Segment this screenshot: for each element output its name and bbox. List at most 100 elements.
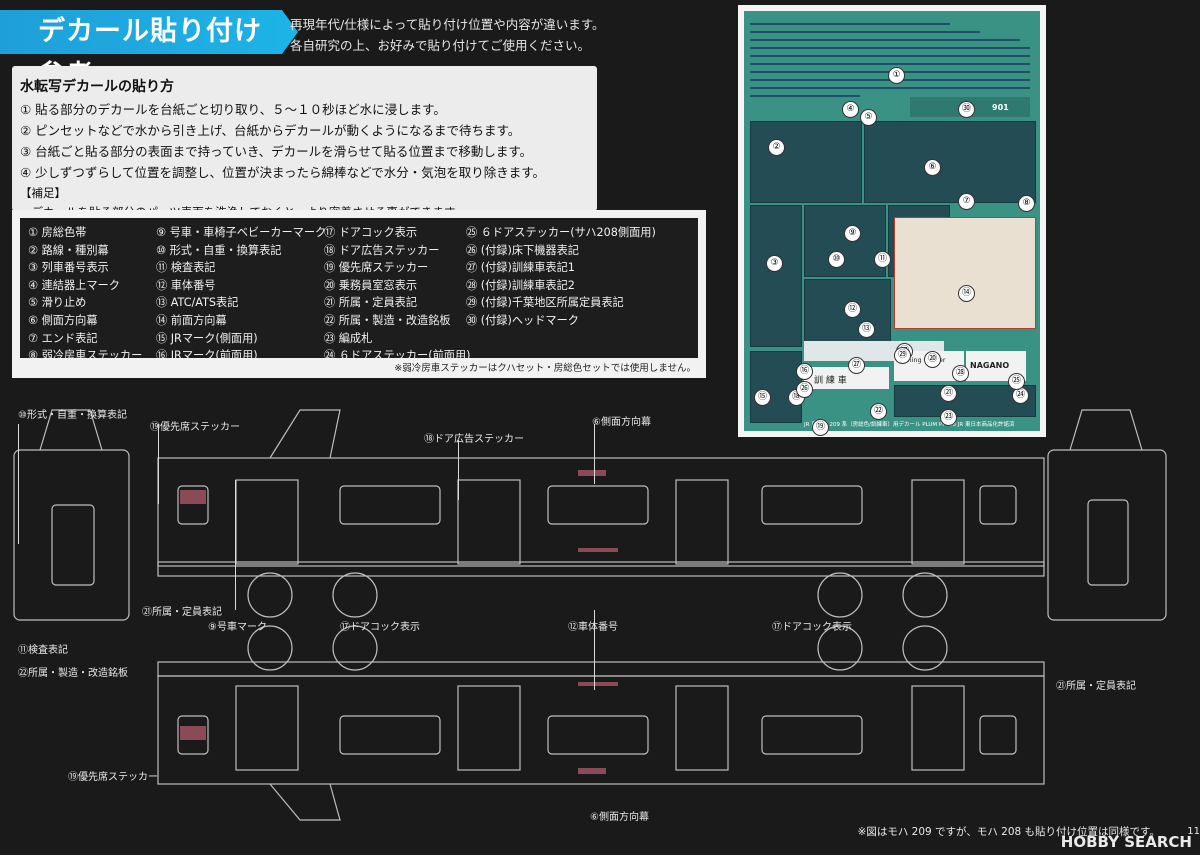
legend-item: ⑯ JRマーク(前面用): [156, 349, 258, 363]
sheet-number: ⑫: [844, 301, 861, 318]
legend-item: ㉕ ６ドアステッカー(サハ208側面用): [466, 226, 656, 239]
end-view-right: [1047, 449, 1167, 621]
decal-stripe: [750, 31, 980, 33]
decal-stripe: [750, 87, 1030, 89]
pantograph-end-left: [39, 409, 103, 451]
decal-block: [804, 205, 886, 277]
legend-item: ⑦ エンド表記: [28, 331, 98, 345]
leader-line: [158, 424, 159, 504]
car-number-marker: [578, 682, 618, 686]
priority-seat-marker: [180, 726, 206, 740]
legend-column-1: ① 房総色帯 ② 路線・種別幕 ③ 列車番号表示 ④ 連結器上マーク ⑤ 滑り止…: [28, 224, 142, 365]
callout-label: ㉑所属・定員表記: [142, 607, 222, 618]
wheel: [332, 625, 378, 671]
instruction-step: ④ 少しずつずらして位置を調整し、位置が決まったら綿棒などで水分・気泡を取り除き…: [20, 165, 546, 180]
legend-item: ③ 列車番号表示: [28, 261, 109, 275]
sheet-number: ⑯: [796, 363, 813, 380]
car-number-marker: [578, 548, 618, 552]
sheet-number: ㉗: [848, 357, 865, 374]
nagano-text: NAGANO: [970, 361, 1010, 370]
legend-item: ⑰ ドアコック表示: [324, 226, 418, 239]
sheet-number: ⑨: [844, 225, 861, 242]
leader-line: [594, 424, 595, 484]
wheel: [332, 572, 378, 618]
door-lower: [235, 685, 299, 771]
wheel: [247, 572, 293, 618]
door-lower: [911, 685, 965, 771]
sheet-bottom-text: JR 東日本 209 系（房総色/訓練車）用デカール PLUM PP068 JR…: [804, 422, 1015, 428]
sheet-number: ⑤: [860, 109, 877, 126]
decal-stripe: [750, 55, 1030, 57]
callout-label: ㉒所属・製造・改造銘板: [18, 668, 128, 679]
legend-column-2: ⑨ 号車・車椅子ベビーカーマーク ⑩ 形式・自重・換算表記 ⑪ 検査表記 ⑫ 車…: [156, 224, 326, 365]
sheet-number: ㉖: [796, 381, 813, 398]
supplement-label: 【補足】: [20, 186, 66, 200]
decal-block: [864, 121, 1036, 203]
instructions-panel: 水転写デカールの貼り方 ① 貼る部分のデカールを台紙ごと切り取り、５～１０秒ほど…: [12, 66, 597, 219]
legend-item: ㉖ (付録)床下機器表記: [466, 243, 579, 257]
legend-item: ⑮ JRマーク(側面用): [156, 331, 258, 345]
train-diagram: [13, 409, 1167, 821]
sheet-number: ⑦: [958, 193, 975, 210]
legend-item: ㉚ (付録)ヘッドマーク: [466, 313, 579, 327]
legend-item: ④ 連結器上マーク: [28, 278, 120, 292]
legend-note: ※弱冷房車ステッカーはクハセット・房総色セットでは使用しません。: [394, 363, 696, 374]
decal-901-text: 901: [992, 103, 1009, 112]
legend-item: ⑱ ドア広告ステッカー: [324, 243, 440, 257]
legend-column-3: ⑰ ドアコック表示 ⑱ ドア広告ステッカー ⑲ 優先席ステッカー ⑳ 乗務員室窓…: [324, 224, 471, 365]
kunrensha-text: 訓 練 車: [814, 376, 847, 386]
window-lower: [177, 715, 209, 755]
callout-label: ⑥側面方向幕: [590, 812, 649, 823]
side-sign-marker: [578, 470, 606, 476]
window-upper: [979, 485, 1017, 525]
end-door-right: [1087, 499, 1129, 586]
legend-list: ① 房総色帯 ② 路線・種別幕 ③ 列車番号表示 ④ 連結器上マーク ⑤ 滑り止…: [20, 218, 698, 362]
instruction-step: ② ピンセットなどで水から引き上げ、台紙からデカールが動くようになるまで待ちます…: [20, 123, 521, 138]
decal-stripe: [750, 63, 1030, 65]
decal-stripe: [750, 47, 1030, 49]
window-upper: [761, 485, 863, 525]
window-lower: [547, 715, 649, 755]
sheet-number: ⑮: [754, 389, 771, 406]
decal-stripe: [750, 23, 950, 25]
window-upper: [177, 485, 209, 525]
end-door-left: [51, 504, 95, 586]
decal-sheet: 901 JR Training Center NAGANO 訓 練 車 JR 東…: [738, 5, 1046, 437]
decal-block: [750, 121, 862, 203]
decal-sheet-surface: 901 JR Training Center NAGANO 訓 練 車 JR 東…: [744, 11, 1040, 436]
door-lower: [457, 685, 521, 771]
callout-label: ⑩形式・自重・換算表記: [18, 410, 127, 421]
decal-block: [750, 351, 802, 423]
decal-red-grid: [894, 217, 1036, 329]
decal-block: [750, 205, 802, 347]
pantograph-upper: [269, 409, 341, 459]
footer-note: ※図はモハ 209 ですが、モハ 208 も貼り付け位置は同様です。: [857, 826, 1160, 838]
car-body-lower: [157, 675, 1045, 785]
leader-line: [458, 440, 459, 500]
sheet-number: ②: [768, 139, 785, 156]
legend-item: ⑥ 側面方向幕: [28, 313, 98, 327]
callout-label: ⑨号車マーク: [208, 622, 267, 633]
pantograph-end-right: [1069, 409, 1143, 451]
legend-item: ㉒ 所属・製造・改造銘板: [324, 313, 451, 327]
car-skirt-upper: [157, 561, 1045, 577]
priority-seat-marker: [180, 490, 206, 504]
callout-label: ⑱ドア広告ステッカー: [424, 434, 524, 445]
title-note: 再現年代/仕様によって貼り付け位置や内容が違います。 各自研究の上、お好みで貼り…: [290, 14, 730, 56]
instruction-step: ① 貼る部分のデカールを台紙ごと切り取り、５～１０秒ほど水に浸します。: [20, 102, 446, 117]
sheet-number: ㉒: [870, 403, 887, 420]
instructions-heading: 水転写デカールの貼り方: [20, 79, 174, 95]
sheet-number: ①: [888, 67, 905, 84]
sheet-number: ㉓: [940, 409, 957, 426]
legend-item: ⑭ 前面方向幕: [156, 313, 227, 327]
callout-label: ㉑所属・定員表記: [1056, 681, 1136, 692]
sheet-number: ⑭: [958, 285, 975, 302]
sheet-number: ㉘: [952, 365, 969, 382]
sheet-number: ⑲: [812, 419, 829, 436]
legend-item: ⑫ 車体番号: [156, 278, 216, 292]
end-view-left: [13, 449, 130, 621]
kunrensha-decal: [804, 367, 889, 389]
page-number: 11: [1187, 826, 1200, 837]
window-lower: [339, 715, 441, 755]
legend-item: ㉓ 編成札: [324, 331, 373, 345]
